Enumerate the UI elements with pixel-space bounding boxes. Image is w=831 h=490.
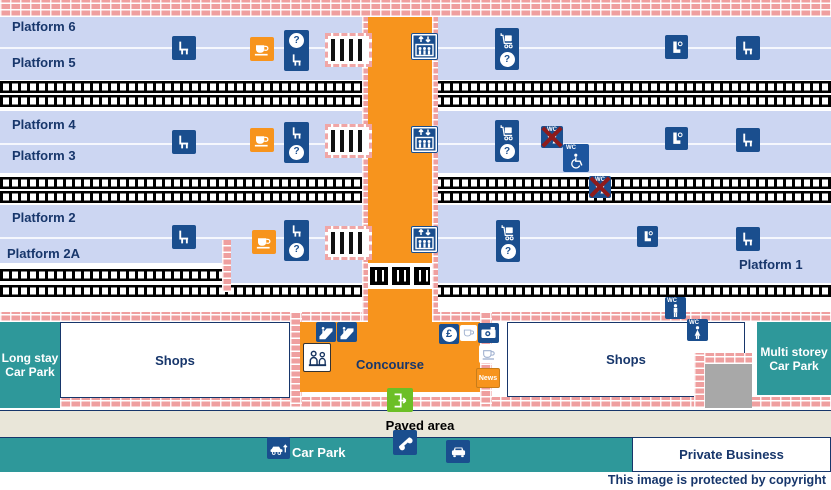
exit-icon <box>387 388 413 412</box>
trolley-glyph <box>501 224 514 241</box>
crossing-stripes <box>325 33 372 67</box>
waiting-room-icon: ? <box>284 220 309 261</box>
paved-area-label: Paved area <box>385 418 455 433</box>
seat-icon <box>172 36 196 60</box>
lift-icon <box>411 33 438 60</box>
bay-brick-wall <box>222 240 231 292</box>
bureau-de-change-icon: £ <box>439 324 459 344</box>
seat-icon <box>172 130 196 154</box>
refreshments-icon <box>250 37 274 61</box>
escalator-icon <box>316 322 336 342</box>
luggage-trolley-icon: ? <box>496 220 520 262</box>
crossing-stripes <box>325 226 372 260</box>
womens-toilet-icon: WC <box>687 319 708 341</box>
seat-icon <box>172 225 196 249</box>
phone-icon <box>393 430 417 455</box>
car-park-band <box>0 437 632 472</box>
brick-wall-gray-left <box>694 353 705 408</box>
chair-glyph <box>292 127 301 139</box>
car-park-label: Car Park <box>292 445 346 460</box>
escalator-icon <box>337 322 357 342</box>
ticket-office-icon <box>303 343 331 372</box>
news-kiosk-icon: News <box>476 368 500 388</box>
taxi-icon <box>446 440 470 463</box>
private-business-label: Private Business <box>679 447 784 462</box>
private-business: Private Business <box>632 437 831 472</box>
luggage-trolley-icon: ? <box>495 28 519 70</box>
seat-icon <box>736 36 760 60</box>
bridge-wall-left <box>362 17 368 322</box>
shops-right-label: Shops <box>606 352 646 367</box>
cafe-icon <box>479 345 498 363</box>
track-segment <box>414 267 430 285</box>
trolley-glyph <box>500 32 513 49</box>
mens-toilet-icon: WC <box>665 297 686 319</box>
platform-2-label: Platform 2 <box>12 210 76 225</box>
multi-storey-car-park: Multi storey Car Park <box>757 322 831 395</box>
platform-1-label: Platform 1 <box>739 257 803 272</box>
telephone-icon <box>665 127 688 150</box>
long-stay-car-park-label: Long stay Car Park <box>1 351 59 379</box>
waiting-room-icon: ? <box>284 30 309 71</box>
track-segment <box>370 267 388 285</box>
long-stay-car-park: Long stay Car Park <box>0 322 60 408</box>
trolley-glyph <box>500 124 513 141</box>
chair-glyph <box>292 225 301 237</box>
bay-railway-track <box>0 269 222 281</box>
concourse-label: Concourse <box>356 357 424 372</box>
information-icon: ? <box>289 144 304 160</box>
information-icon: ? <box>289 33 304 49</box>
brick-wall-gray-top <box>694 353 752 364</box>
copyright-notice: This image is protected by copyright <box>607 473 826 487</box>
lift-icon <box>411 226 438 253</box>
crossing-stripes <box>325 124 372 158</box>
platform-4-label: Platform 4 <box>12 117 76 132</box>
cafe-icon <box>460 325 477 341</box>
bridge-wall-right <box>432 17 438 322</box>
brick-wall-top <box>0 0 831 17</box>
toilets-closed-icon: WC <box>589 176 611 198</box>
platform-3-label: Platform 3 <box>12 148 76 163</box>
waiting-room-icon: ? <box>284 122 309 163</box>
platform-2a-label: Platform 2A <box>7 246 80 261</box>
shops-left: Shops <box>60 322 290 398</box>
platform-6-label: Platform 6 <box>12 19 76 34</box>
accessible-toilet-icon: WC <box>563 144 589 172</box>
refreshments-icon <box>252 230 276 254</box>
concourse-wall-left <box>290 312 302 404</box>
lift-icon <box>411 126 438 153</box>
seat-icon <box>736 128 760 152</box>
car-park-icon <box>267 437 290 459</box>
information-icon: ? <box>499 144 515 160</box>
chair-glyph <box>292 53 301 66</box>
luggage-trolley-icon: ? <box>495 120 519 162</box>
seat-icon <box>736 227 760 251</box>
information-icon: ? <box>289 242 304 258</box>
information-icon: ? <box>499 52 515 68</box>
refreshments-icon <box>250 128 274 152</box>
information-icon: ? <box>500 244 516 260</box>
telephone-icon <box>665 35 688 59</box>
gray-building <box>705 363 752 408</box>
track-segment <box>392 267 410 285</box>
shops-left-label: Shops <box>155 352 195 368</box>
platform-5-label: Platform 5 <box>12 55 76 70</box>
camera-icon <box>478 323 499 343</box>
telephone-icon <box>637 226 658 247</box>
brick-wall-buildings-bottom <box>0 397 831 408</box>
toilets-closed-icon: WC <box>541 126 563 148</box>
multi-storey-car-park-label: Multi storey Car Park <box>760 344 828 373</box>
